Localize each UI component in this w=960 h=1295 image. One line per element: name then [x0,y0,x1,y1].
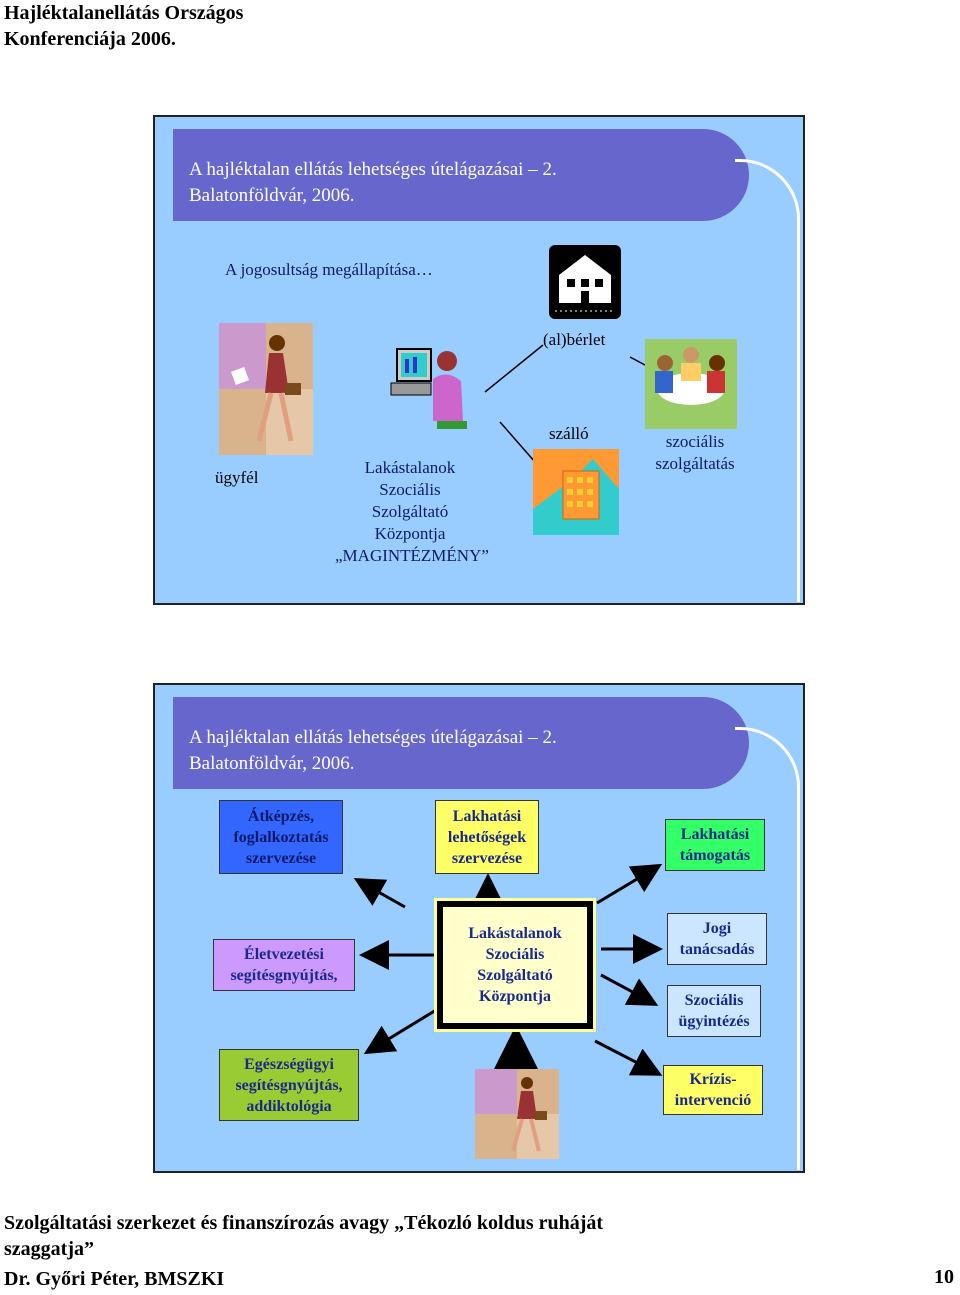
social-admin-box: Szociális ügyintézés [667,985,761,1037]
header-line-2: Konferenciája 2006. [4,28,176,50]
slide-1-title: A hajléktalan ellátás lehetséges útelága… [189,159,557,206]
slide-2-arrows [353,863,663,1076]
social-service-label: szociális szolgáltatás [655,432,735,473]
client-label: ügyfél [215,468,259,487]
hostel-label: szálló [549,424,589,443]
center-label: Lakástalanok Szociális Szolgáltató Közpo… [335,458,489,565]
footer-author: Dr. Győri Péter, BMSZKI [4,1268,225,1290]
office-worker-icon [390,348,467,429]
crisis-box: Krízis- intervenció [663,1065,763,1115]
health-box: Egészségügyi segítésgnyújtás, addiktológ… [219,1049,359,1121]
walking-woman-small-icon [475,1069,559,1159]
footer-title: Szolgáltatási szerkezet és finanszírozás… [4,1212,604,1260]
slide-1: A hajléktalan ellátás lehetséges útelága… [153,115,805,605]
slide-2-title: A hajléktalan ellátás lehetséges útelága… [189,727,557,774]
walking-woman-icon [219,323,313,455]
hostel-building-icon [533,449,619,535]
housing-options-box: Lakhatási lehetőségek szervezése [435,800,539,874]
slide-1-arrows [484,344,646,463]
center-box: Lakástalanok Szociális Szolgáltató Közpo… [434,898,596,1032]
rent-label: (al)bérlet [543,330,606,349]
housing-support-box: Lakhatási támogatás [665,819,765,871]
document-header: Hajléktalanellátás Országos Konferenciáj… [4,0,243,52]
header-line-1: Hajléktalanellátás Országos [4,2,244,24]
page-number: 10 [934,1266,954,1288]
slide-2-title-tab [173,697,749,789]
legal-advice-box: Jogi tanácsadás [667,913,767,965]
life-help-box: Életvezetési segítésgnyújtás, [213,939,355,991]
slide-1-title-tab [173,129,749,221]
slide-2: A hajléktalan ellátás lehetséges útelága… [153,683,805,1173]
meeting-people-icon [645,339,737,429]
slide-1-subtitle: A jogosultság megállapítása… [225,260,433,279]
house-icon [549,245,621,319]
training-box: Átképzés, foglalkoztatás szervezése [219,800,343,874]
